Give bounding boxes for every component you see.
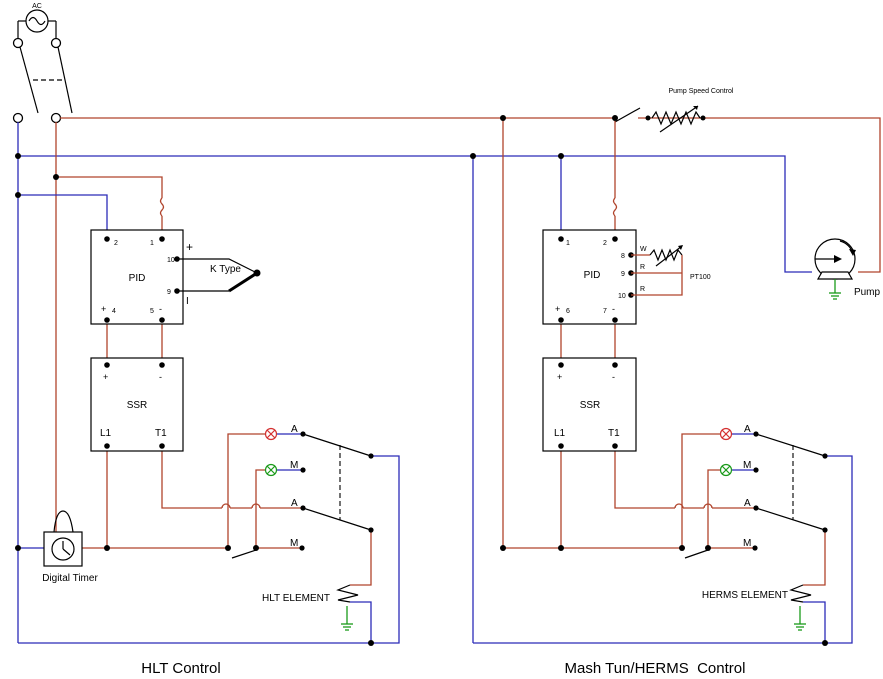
mash-pid-pin-6: 6 [566,308,570,315]
mash-rtd: W R R PT100 [631,245,711,296]
k-type-label: K Type [210,264,241,275]
hlt-lamp-manual [264,463,278,477]
mash-ssr-l1: L1 [554,428,566,439]
mash-wiring [472,118,853,644]
mash-pid-pin-9: 9 [621,271,625,278]
mash-ssr-label: SSR [580,400,601,411]
mash-switch-a2: A [744,498,751,509]
hlt-ssr-minus: - [159,372,162,382]
mash-ssr: SSR + - L1 T1 [542,357,637,452]
mash-pid-pin-1: 1 [566,240,570,247]
hlt-ssr-label: SSR [127,400,148,411]
pt100-label: PT100 [690,274,711,281]
mash-ssr-t1: T1 [608,428,620,439]
pump-speed-control: Pump Speed Control [613,88,734,133]
pump-speed-label: Pump Speed Control [669,88,734,95]
hlt-element-label: HLT ELEMENT [262,593,330,604]
hlt-pid: PID 2 1 10 9 + 4 5 - [90,229,184,325]
hlt-pid-pin-4: 4 [112,308,116,315]
mash-mode-switch: A M A M [684,424,828,559]
mash-caption: Mash Tun/HERMS Control [565,660,746,677]
herms-element: HERMS ELEMENT [702,584,812,631]
hlt-switch-m1: M [290,460,298,471]
mash-ssr-plus: + [557,372,562,382]
mash-ssr-minus: - [612,372,615,382]
hlt-element: HLT ELEMENT [262,584,359,631]
mash-lamp-manual [719,463,733,477]
hlt-caption: HLT Control [141,660,220,677]
hlt-pid-plus: + [101,304,106,314]
pump: Pump [814,238,881,300]
hlt-pid-pin-10: 10 [167,257,175,264]
mash-switch-m2: M [743,538,751,549]
hlt-pid-label: PID [129,273,146,284]
mash-lamp-auto [719,427,733,441]
timer-label: Digital Timer [42,573,98,584]
pump-label: Pump [854,287,881,298]
hlt-thermocouple: + I K Type [177,240,261,307]
mash-pid-pin-8: 8 [621,253,625,260]
hlt-pid-pin-5: 5 [150,308,154,315]
hlt-pid-minus: - [159,304,162,314]
hlt-ssr-plus: + [103,372,108,382]
hlt-ssr-l1: L1 [100,428,112,439]
mash-pid-pin-7: 7 [603,308,607,315]
hlt-tc-plus: + [186,240,193,254]
main-breaker [12,37,73,124]
digital-timer: Digital Timer [42,510,98,584]
mash-rtd-r2: R [640,286,645,293]
hlt-ssr-t1: T1 [155,428,167,439]
mash-switch-m1: M [743,460,751,471]
hlt-pid-pin-2: 2 [114,240,118,247]
mash-pid: PID 1 2 8 9 10 + 6 7 - [542,229,637,325]
mash-pid-minus: - [612,304,615,314]
hlt-mode-switch: A M A M [231,424,374,559]
hlt-switch-m2: M [290,538,298,549]
hlt-lamp-auto [264,427,278,441]
mash-pid-pin-2: 2 [603,240,607,247]
hlt-tc-minus: I [186,296,189,307]
hlt-switch-a2: A [291,498,298,509]
hlt-switch-a1: A [291,424,298,435]
mash-pid-plus: + [555,304,560,314]
hlt-pid-pin-9: 9 [167,289,171,296]
main-bus [17,117,881,643]
hlt-pid-pin-1: 1 [150,240,154,247]
herms-element-label: HERMS ELEMENT [702,590,788,601]
mash-pid-label: PID [584,270,601,281]
mash-rtd-w: W [640,246,647,253]
ac-label: AC [32,3,42,10]
mash-switch-a1: A [744,424,751,435]
hlt-ssr: SSR + - L1 T1 [90,357,184,452]
mash-pid-pin-10: 10 [618,293,626,300]
junction-dots [15,115,828,646]
ac-source: AC [17,3,57,38]
mash-rtd-r1: R [640,264,645,271]
